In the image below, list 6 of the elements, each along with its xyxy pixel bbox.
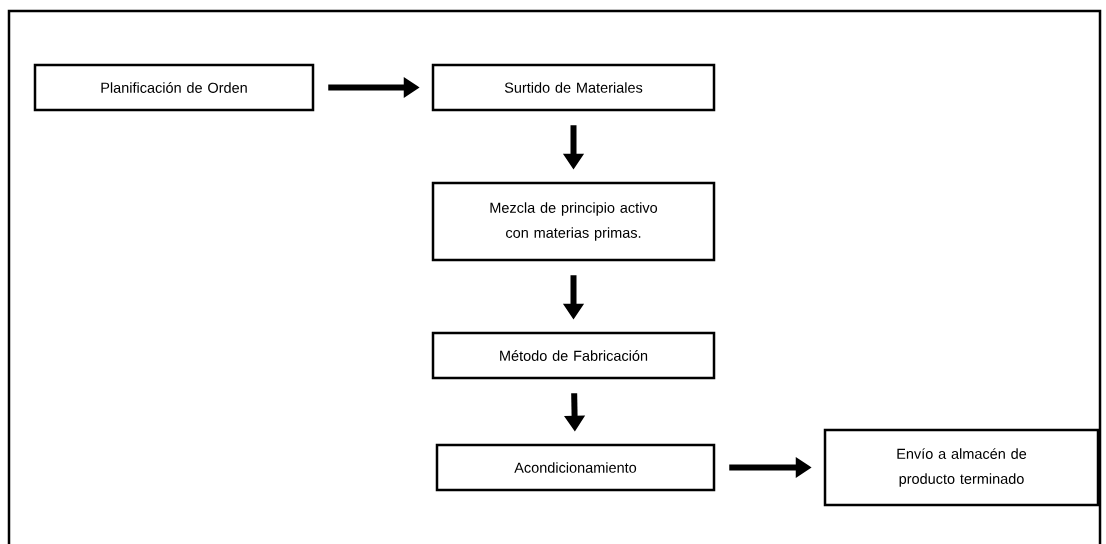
process-box: Acondicionamiento	[435, 443, 716, 492]
process-box: Surtido de Materiales	[431, 63, 716, 112]
process-box: Método de Fabricación	[431, 331, 716, 380]
process-box: Mezcla de principio activo con materias primas.	[431, 181, 716, 262]
process-box: Planificación de Orden	[33, 63, 315, 112]
process-box: Envío a almacén de producto terminado	[823, 428, 1100, 507]
